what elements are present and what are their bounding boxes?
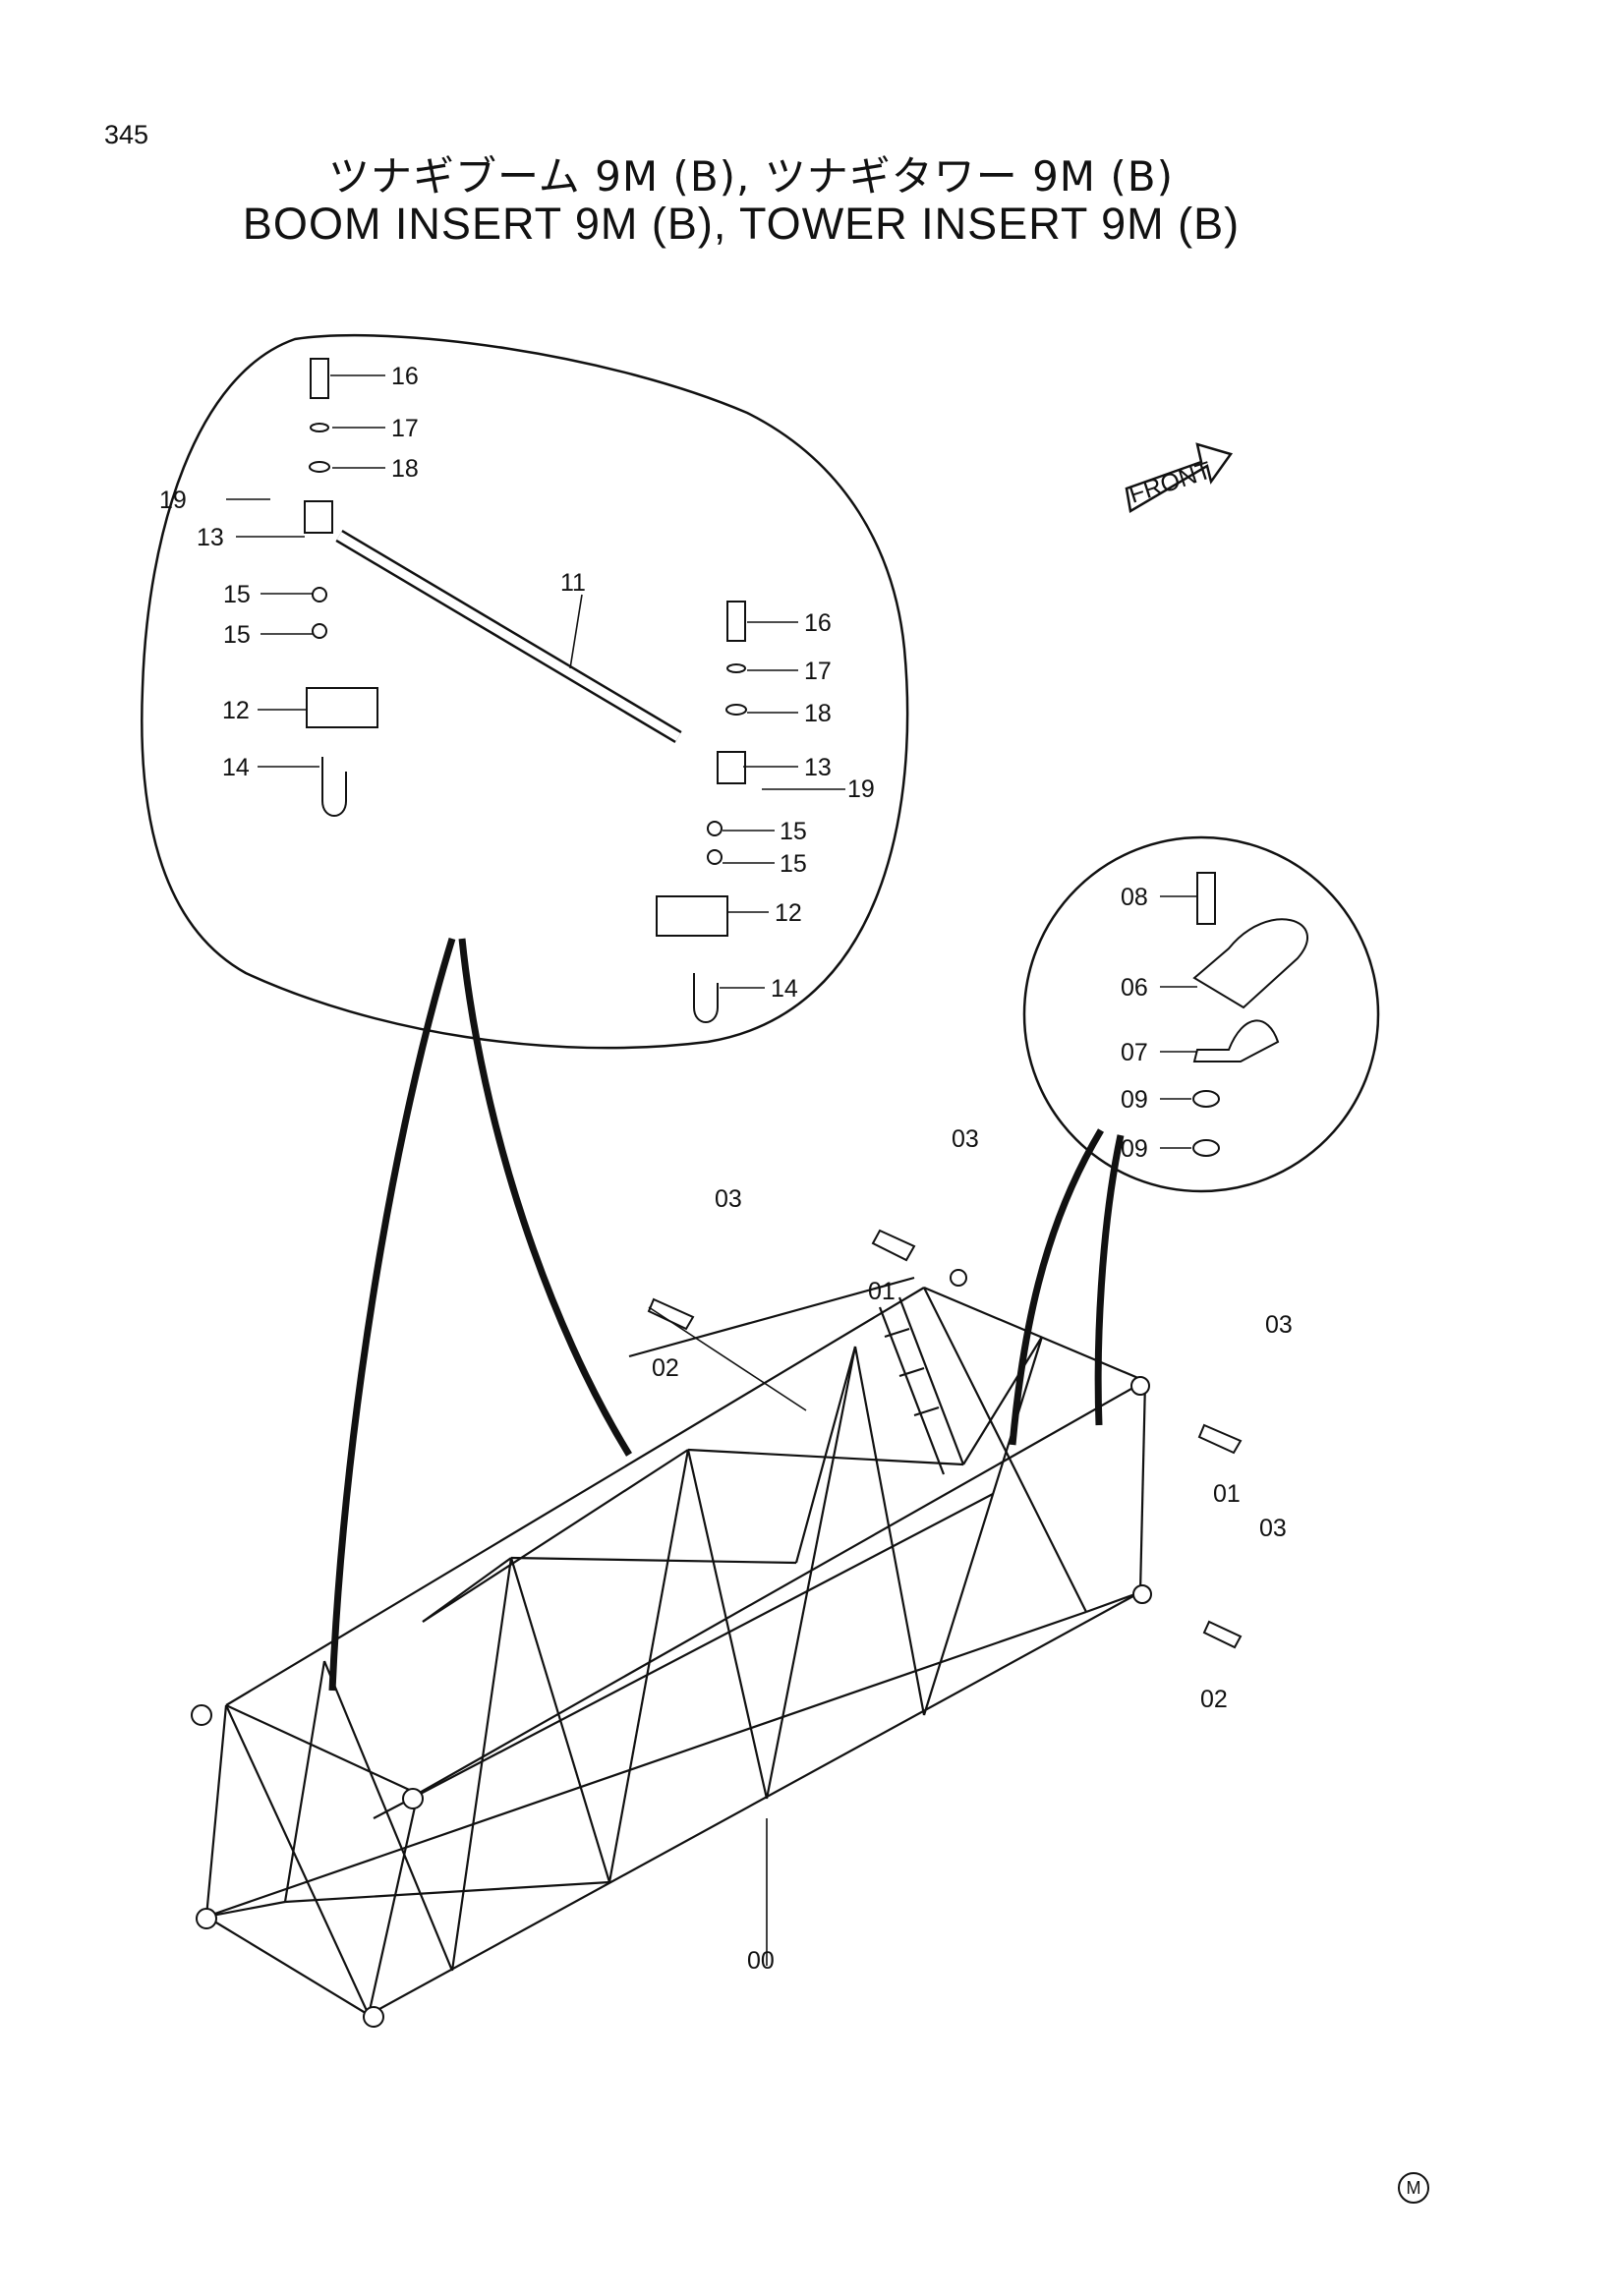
detail-bubble-small bbox=[1022, 835, 1380, 1193]
label-01-right: 01 bbox=[1213, 1480, 1241, 1508]
label-14-left: 14 bbox=[222, 754, 250, 781]
label-07: 07 bbox=[1121, 1039, 1148, 1066]
label-15-right-a: 15 bbox=[780, 818, 807, 845]
label-17-left: 17 bbox=[391, 415, 419, 442]
label-19-left: 19 bbox=[159, 487, 187, 514]
label-03-top-right: 03 bbox=[952, 1125, 979, 1153]
detail-parts-small bbox=[1192, 872, 1308, 1157]
boom-insert-truss bbox=[204, 1276, 1147, 2016]
label-18-left: 18 bbox=[391, 455, 419, 483]
page-number: 345 bbox=[104, 120, 149, 149]
label-18-right: 18 bbox=[804, 700, 832, 727]
label-19-right: 19 bbox=[847, 775, 875, 803]
label-06: 06 bbox=[1121, 974, 1148, 1002]
label-02-left: 02 bbox=[652, 1354, 679, 1382]
label-15-left-a: 15 bbox=[223, 581, 251, 608]
label-03-right: 03 bbox=[1265, 1311, 1293, 1339]
title-japanese: ツナギブーム 9M (B), ツナギタワー 9M (B) bbox=[328, 152, 1174, 201]
callout-labels: 16 17 18 19 13 15 15 12 14 11 16 17 18 1… bbox=[159, 363, 1293, 1975]
label-13-right: 13 bbox=[804, 754, 832, 781]
corner-lugs bbox=[191, 1269, 1152, 2028]
label-03-top-left: 03 bbox=[715, 1185, 742, 1213]
label-00: 00 bbox=[747, 1947, 775, 1975]
label-03-lower-right: 03 bbox=[1259, 1515, 1287, 1542]
label-13-left: 13 bbox=[197, 524, 224, 551]
front-label: FRONT bbox=[1126, 456, 1215, 508]
label-16-left: 16 bbox=[391, 363, 419, 390]
label-15-left-b: 15 bbox=[223, 621, 251, 649]
label-17-right: 17 bbox=[804, 658, 832, 685]
label-09-b: 09 bbox=[1121, 1135, 1148, 1163]
corner-mark: M bbox=[1398, 2172, 1429, 2204]
leader-lines bbox=[226, 374, 1197, 1966]
label-12-left: 12 bbox=[222, 697, 250, 724]
label-02-right: 02 bbox=[1200, 1686, 1228, 1713]
label-09-a: 09 bbox=[1121, 1086, 1148, 1114]
label-11: 11 bbox=[560, 569, 586, 597]
label-14-right: 14 bbox=[771, 975, 798, 1003]
pin-parts bbox=[647, 1229, 1243, 1649]
label-15-right-b: 15 bbox=[780, 850, 807, 878]
label-01-top: 01 bbox=[868, 1278, 896, 1305]
leader-bands bbox=[328, 937, 1125, 1692]
detail-bubble-large bbox=[141, 333, 909, 1050]
label-12-right: 12 bbox=[775, 899, 802, 927]
title-english: BOOM INSERT 9M (B), TOWER INSERT 9M (B) bbox=[242, 199, 1241, 249]
label-16-right: 16 bbox=[804, 609, 832, 637]
label-08: 08 bbox=[1121, 884, 1148, 911]
detail-parts-large bbox=[304, 358, 747, 1023]
front-arrow-icon: FRONT bbox=[1125, 442, 1234, 513]
